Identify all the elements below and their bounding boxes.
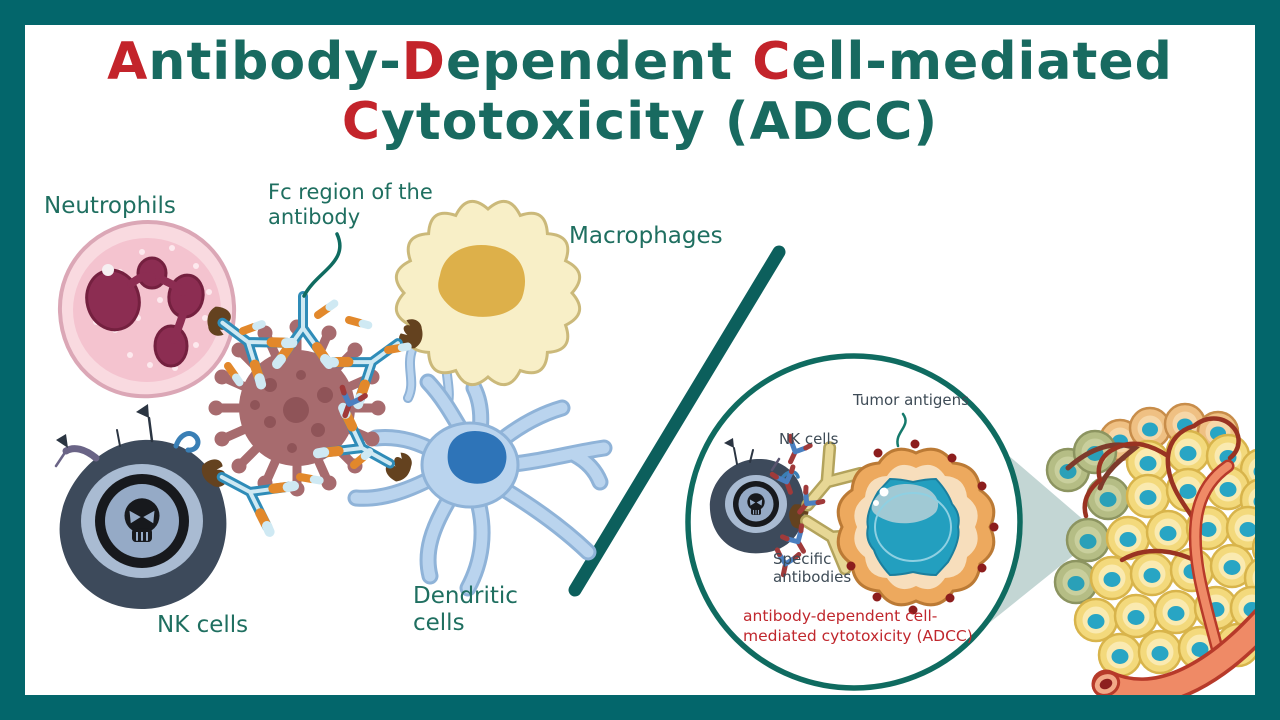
inset-label-specific-antibodies: Specific antibodies bbox=[773, 550, 852, 586]
fc-region-pointer bbox=[302, 232, 342, 298]
label-dendritic-cells: Dendritic cells bbox=[413, 583, 518, 636]
dendritic-cell-illustration bbox=[347, 345, 613, 597]
diagonal-divider bbox=[568, 245, 786, 597]
label-nk-cells: NK cells bbox=[157, 612, 249, 638]
inset-label-tumor-antigens: Tumor antigens bbox=[853, 391, 969, 409]
tumor-antigen-dots bbox=[846, 439, 999, 615]
title-line-1: Antibody-Dependent Cell-mediated bbox=[107, 32, 1173, 92]
inset-tumor-cell bbox=[836, 439, 999, 615]
neutrophil-illustration bbox=[57, 219, 237, 399]
antigen-fragments bbox=[224, 299, 412, 485]
tumor-tissue-illustration bbox=[1045, 402, 1280, 707]
page-title: Antibody-Dependent Cell-mediated Cytotox… bbox=[0, 32, 1280, 152]
virus-illustration bbox=[208, 319, 386, 497]
inset-label-nk-cells: NK cells bbox=[779, 430, 839, 448]
label-macrophages: Macrophages bbox=[569, 223, 723, 249]
inset-caption-adcc: antibody-dependent cell- mediated cytoto… bbox=[743, 607, 973, 645]
label-fc-region: Fc region of the antibody bbox=[268, 180, 433, 229]
nk-cell-illustration bbox=[54, 404, 227, 610]
title-line-2: Cytotoxicity (ADCC) bbox=[341, 92, 939, 152]
macrophage-illustration bbox=[394, 199, 582, 387]
vessel-open-end bbox=[1091, 671, 1121, 697]
inset-nk-cell bbox=[709, 438, 810, 554]
adcc-inset bbox=[685, 353, 1023, 691]
tumor-antigens-pointer bbox=[896, 412, 907, 448]
label-neutrophils: Neutrophils bbox=[44, 193, 176, 219]
